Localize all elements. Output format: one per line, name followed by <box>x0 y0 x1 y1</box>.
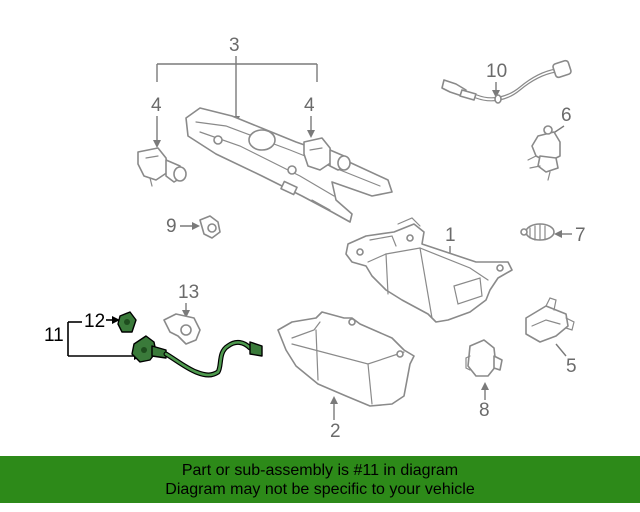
arrowhead <box>112 316 120 324</box>
arrowhead <box>182 310 190 318</box>
callout-4-right-group: 4 <box>304 95 315 138</box>
arrowhead <box>307 130 315 138</box>
part-9-clip <box>199 215 221 239</box>
callout-9-group: 9 <box>166 216 200 237</box>
callout-11-group: 11 <box>44 321 142 360</box>
callout-7-group: 7 <box>554 225 586 246</box>
part-7-valve <box>520 223 555 241</box>
callout-4-left: 4 <box>151 95 162 116</box>
callout-9: 9 <box>166 216 177 237</box>
callout-1: 1 <box>445 225 456 246</box>
callout-4-right: 4 <box>304 95 315 116</box>
callout-4-left-group: 4 <box>151 95 162 148</box>
part-12-gasket <box>117 311 137 333</box>
part-6-valve <box>527 125 561 181</box>
callout-12-group: 12 <box>84 311 120 332</box>
callout-5-group: 5 <box>555 343 577 377</box>
part-4-right-sensor <box>303 137 351 171</box>
callout-5: 5 <box>566 356 577 377</box>
arrowhead <box>492 90 500 98</box>
arrowhead <box>330 396 338 404</box>
callout-10: 10 <box>486 61 507 82</box>
callout-8: 8 <box>479 400 490 421</box>
callout-8-group: 8 <box>479 382 490 421</box>
callout-7: 7 <box>575 225 586 246</box>
callout-2-group: 2 <box>330 396 341 442</box>
info-banner: Part or sub-assembly is #11 in diagram D… <box>0 456 640 503</box>
arrowhead <box>192 222 200 230</box>
exploded-parts-diagram: 3 4 4 <box>44 35 586 442</box>
callout-3: 3 <box>229 35 240 56</box>
part-2-tray <box>277 311 415 407</box>
callout-6: 6 <box>561 105 572 126</box>
part-4-left-sensor <box>137 147 187 187</box>
callout-13: 13 <box>178 282 199 303</box>
part-1-charcoal-canister <box>345 217 513 323</box>
part-8-sensor <box>465 339 503 377</box>
callout-2: 2 <box>330 421 341 442</box>
part-10-oxygen-sensor <box>441 59 572 104</box>
part-5-valve <box>525 297 575 343</box>
callout-5-leader <box>555 343 567 357</box>
callout-3-group: 3 <box>156 35 318 124</box>
arrowhead <box>554 230 562 238</box>
part-3-bracket <box>185 107 393 223</box>
arrowhead <box>481 382 489 390</box>
part-13-clamp <box>163 313 201 345</box>
banner-line-2: Diagram may not be specific to your vehi… <box>165 480 475 498</box>
banner-line-1: Part or sub-assembly is #11 in diagram <box>181 461 459 479</box>
part-11-oxygen-sensor <box>131 335 263 378</box>
callout-10-group: 10 <box>486 61 507 98</box>
arrowhead <box>153 140 161 148</box>
callout-13-group: 13 <box>178 282 199 318</box>
callout-6-group: 6 <box>551 105 572 135</box>
callout-12: 12 <box>84 311 105 332</box>
callout-11: 11 <box>44 325 64 346</box>
